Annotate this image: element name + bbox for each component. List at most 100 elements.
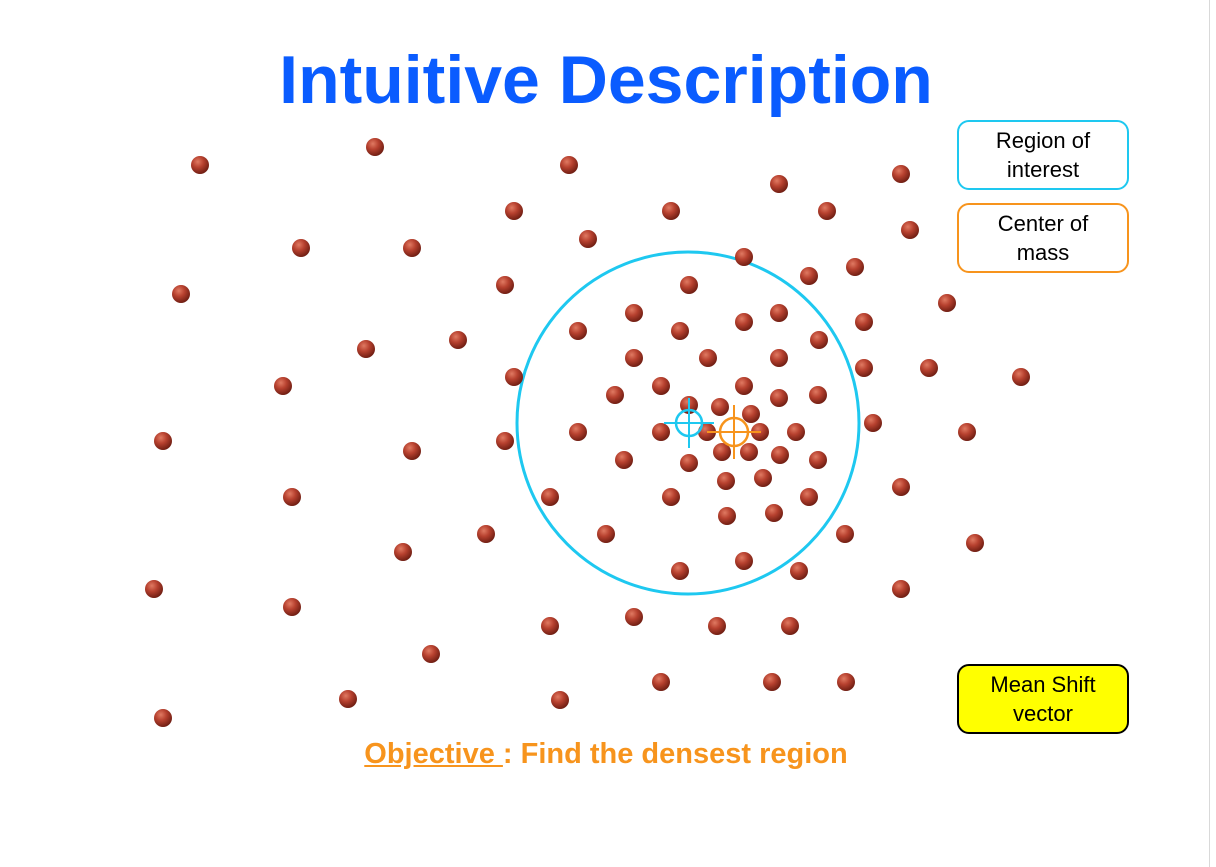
- data-point: [770, 304, 788, 322]
- data-point: [765, 504, 783, 522]
- data-point: [422, 645, 440, 663]
- data-point: [892, 165, 910, 183]
- data-point: [652, 673, 670, 691]
- data-point: [292, 239, 310, 257]
- objective-line: Objective : Find the densest region: [0, 736, 1212, 772]
- data-point: [800, 488, 818, 506]
- data-point: [855, 359, 873, 377]
- data-point: [892, 580, 910, 598]
- data-point: [770, 175, 788, 193]
- data-point: [366, 138, 384, 156]
- data-point: [283, 488, 301, 506]
- data-point: [671, 562, 689, 580]
- data-point: [496, 276, 514, 294]
- slide-edge: [1209, 0, 1216, 867]
- data-point: [652, 423, 670, 441]
- data-point: [846, 258, 864, 276]
- legend-region-of-interest: Region of interest: [957, 120, 1129, 190]
- data-point: [790, 562, 808, 580]
- data-point: [652, 377, 670, 395]
- data-point: [403, 239, 421, 257]
- data-point: [394, 543, 412, 561]
- data-point: [809, 386, 827, 404]
- data-point: [763, 673, 781, 691]
- data-point: [901, 221, 919, 239]
- data-point: [800, 267, 818, 285]
- data-point: [836, 525, 854, 543]
- data-point: [781, 617, 799, 635]
- data-point: [154, 709, 172, 727]
- data-point: [615, 451, 633, 469]
- data-point: [283, 598, 301, 616]
- data-point: [154, 432, 172, 450]
- data-point: [771, 446, 789, 464]
- data-points: [145, 138, 1030, 727]
- data-point: [754, 469, 772, 487]
- data-point: [966, 534, 984, 552]
- center-of-mass-icon: [707, 405, 761, 459]
- data-point: [742, 405, 760, 423]
- region-of-interest-circle: [515, 250, 861, 596]
- data-point: [770, 349, 788, 367]
- legend-mean-shift-vector-label: Mean Shift vector: [990, 672, 1096, 726]
- data-point: [770, 389, 788, 407]
- data-point: [735, 248, 753, 266]
- data-point: [837, 673, 855, 691]
- data-point: [735, 377, 753, 395]
- objective-text: : Find the densest region: [502, 738, 848, 770]
- data-point: [711, 398, 729, 416]
- data-point: [449, 331, 467, 349]
- data-point: [357, 340, 375, 358]
- data-point: [339, 690, 357, 708]
- data-point: [569, 423, 587, 441]
- data-point: [818, 202, 836, 220]
- data-point: [541, 617, 559, 635]
- data-point: [625, 608, 643, 626]
- data-point: [625, 349, 643, 367]
- data-point: [671, 322, 689, 340]
- data-point: [938, 294, 956, 312]
- data-point: [920, 359, 938, 377]
- data-point: [477, 525, 495, 543]
- data-point: [551, 691, 569, 709]
- data-point: [662, 488, 680, 506]
- data-point: [560, 156, 578, 174]
- data-point: [735, 552, 753, 570]
- data-point: [680, 454, 698, 472]
- data-point: [713, 443, 731, 461]
- data-point: [274, 377, 292, 395]
- data-point: [787, 423, 805, 441]
- data-point: [541, 488, 559, 506]
- data-point: [708, 617, 726, 635]
- objective-label: Objective: [364, 738, 503, 770]
- data-point: [505, 368, 523, 386]
- data-point: [172, 285, 190, 303]
- data-point: [496, 432, 514, 450]
- data-point: [597, 525, 615, 543]
- data-point: [191, 156, 209, 174]
- data-point: [958, 423, 976, 441]
- data-point: [892, 478, 910, 496]
- data-point: [718, 507, 736, 525]
- data-point: [403, 442, 421, 460]
- data-point: [579, 230, 597, 248]
- data-point: [740, 443, 758, 461]
- data-point: [625, 304, 643, 322]
- data-point: [809, 451, 827, 469]
- data-point: [145, 580, 163, 598]
- data-point: [717, 472, 735, 490]
- legend-center-of-mass-label: Center of mass: [997, 211, 1089, 265]
- data-point: [569, 322, 587, 340]
- legend-region-of-interest-label: Region of interest: [995, 128, 1091, 182]
- legend-mean-shift-vector: Mean Shift vector: [957, 664, 1129, 734]
- data-point: [699, 349, 717, 367]
- data-point: [735, 313, 753, 331]
- data-point: [662, 202, 680, 220]
- slide-title: Intuitive Description: [279, 42, 933, 118]
- data-point: [810, 331, 828, 349]
- data-point: [505, 202, 523, 220]
- data-point: [864, 414, 882, 432]
- region-center-icon: [664, 398, 714, 448]
- legend-center-of-mass: Center of mass: [957, 203, 1129, 273]
